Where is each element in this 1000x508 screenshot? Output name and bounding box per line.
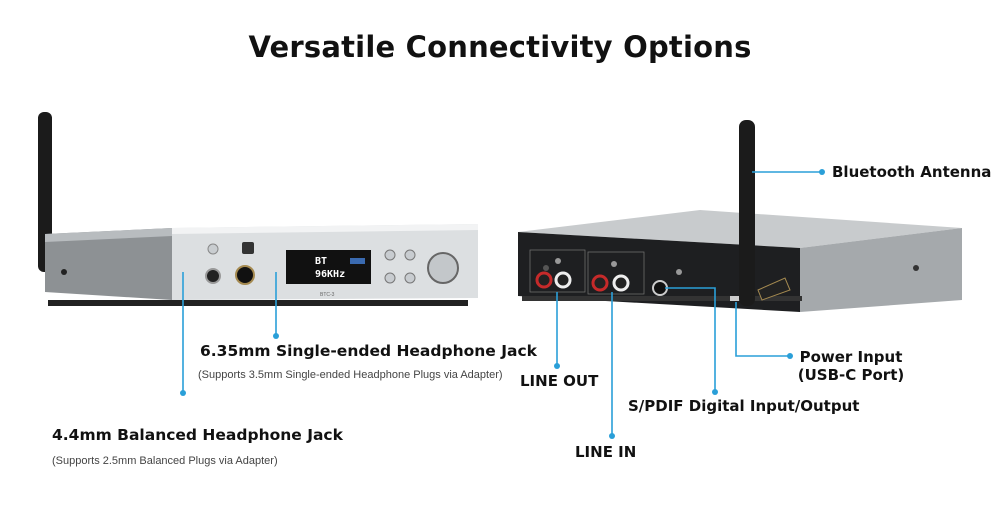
headphone-635-label: 6.35mm Single-ended Headphone Jack (200, 342, 537, 360)
page-title: Versatile Connectivity Options (248, 30, 752, 64)
rear-antenna-icon (739, 120, 755, 306)
power-input-line1: Power Input (799, 348, 903, 366)
display-line-2: 96KHz (315, 269, 345, 280)
volume-knob (427, 252, 459, 284)
display-line-1: BT (315, 256, 327, 267)
headphone-635-note: (Supports 3.5mm Single-ended Headphone P… (198, 369, 503, 381)
front-device: BT 96KHz BTC-3 (38, 112, 478, 306)
antenna-label: Bluetooth Antenna (832, 163, 992, 181)
line-out-label: LINE OUT (520, 372, 599, 390)
spdif-label: S/PDIF Digital Input/Output (628, 397, 860, 415)
rear-device (518, 120, 962, 312)
leader-dots (180, 169, 825, 439)
model-label: BTC-3 (320, 292, 335, 298)
front-antenna-icon (38, 112, 52, 272)
power-input-line2: (USB-C Port) (797, 366, 905, 384)
headphone-44-label: 4.4mm Balanced Headphone Jack (52, 426, 343, 444)
line-in-label: LINE IN (575, 443, 637, 461)
headphone-44-note: (Supports 2.5mm Balanced Plugs via Adapt… (52, 455, 278, 467)
front-display (286, 250, 371, 284)
leader-lines (182, 171, 822, 436)
power-input-label: Power Input (USB-C Port) (795, 348, 907, 384)
